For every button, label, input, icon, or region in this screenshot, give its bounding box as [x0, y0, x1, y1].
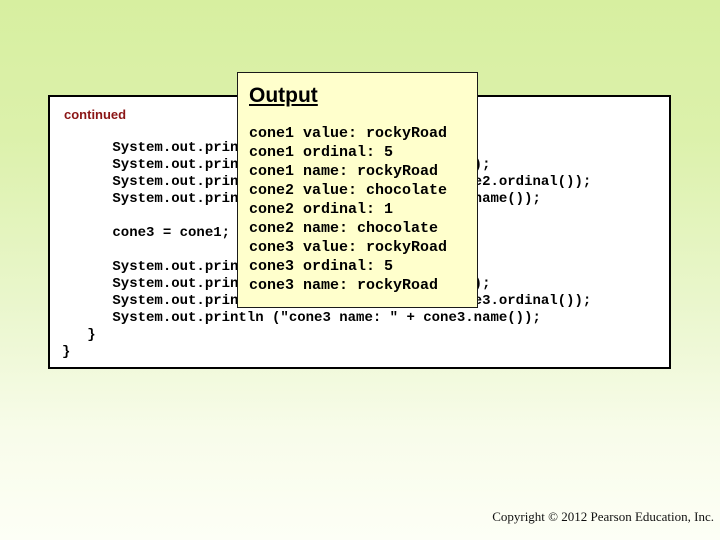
- copyright-text: Copyright © 2012 Pearson Education, Inc.: [492, 509, 714, 524]
- output-overlay-panel: Output cone1 value: rockyRoad cone1 ordi…: [237, 72, 478, 308]
- continued-label: continued: [64, 107, 127, 122]
- output-title: Output: [249, 84, 318, 107]
- console-output-text: cone1 value: rockyRoad cone1 ordinal: 5 …: [249, 125, 448, 294]
